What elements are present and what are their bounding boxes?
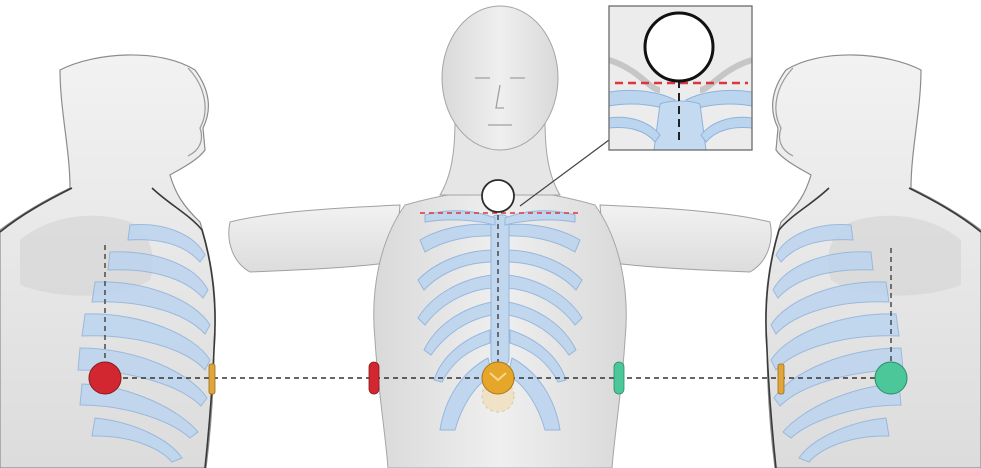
anterior-head xyxy=(442,6,558,150)
electrode-left-lateral xyxy=(89,362,121,394)
anterior-right-arm xyxy=(600,205,771,272)
left-lateral-torso xyxy=(0,55,215,468)
electrode-anterior-right xyxy=(614,362,624,394)
inset-marker-circle xyxy=(645,13,713,81)
electrode-left-side-edge xyxy=(209,364,215,394)
anterior-left-arm xyxy=(229,205,400,272)
neck-inset xyxy=(609,6,752,150)
electrode-anterior-center xyxy=(482,362,514,394)
electrode-anterior-left xyxy=(369,362,379,394)
electrodes xyxy=(89,362,907,394)
electrode-right-side-edge xyxy=(778,364,784,394)
neck-marker-circle xyxy=(482,180,514,212)
right-lateral-torso xyxy=(766,55,981,468)
electrode-right-lateral xyxy=(875,362,907,394)
